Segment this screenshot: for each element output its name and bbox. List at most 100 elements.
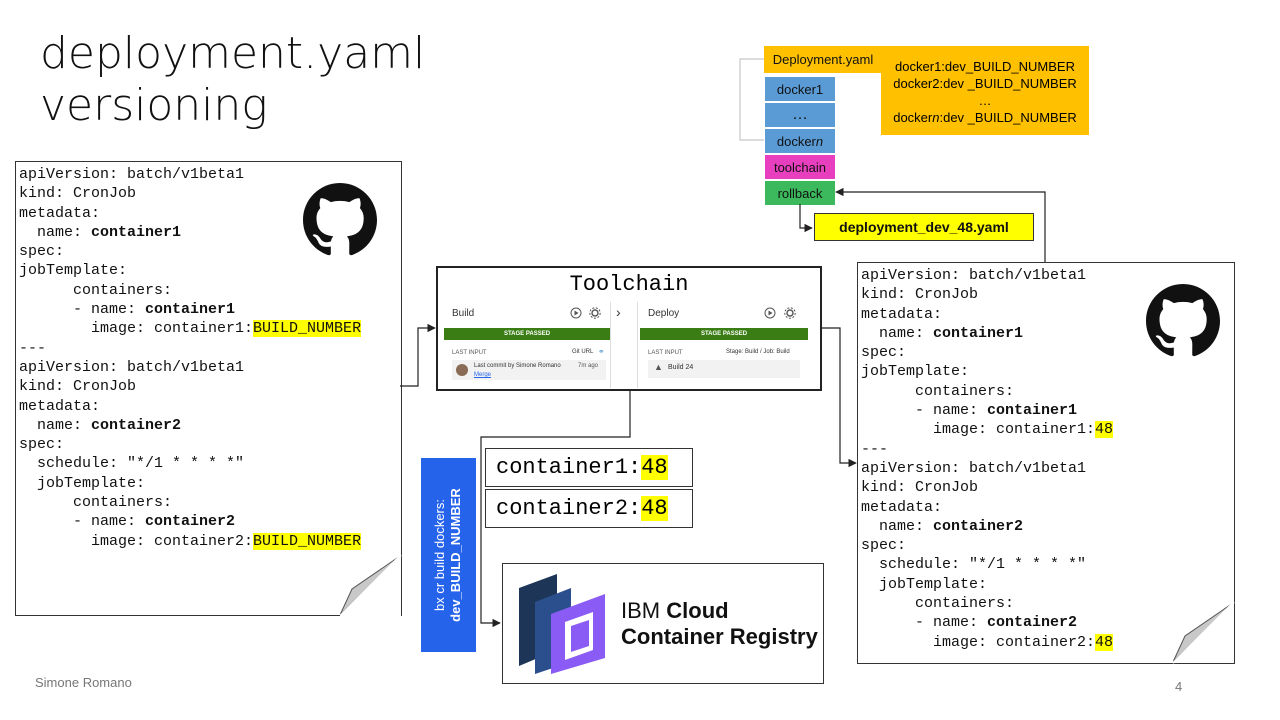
deployment-yaml-box: Deployment.yaml — [764, 46, 882, 73]
yaml-line: containers: — [861, 594, 1113, 613]
yaml-line: --- — [19, 339, 361, 358]
build-tag-highlight: 48 — [1095, 633, 1114, 651]
yaml-text: image: container2: — [19, 532, 254, 550]
yaml-text: container2 — [987, 614, 1078, 632]
yaml-line: jobTemplate: — [19, 261, 361, 280]
yaml-line: spec: — [861, 536, 1113, 555]
rollback-box: rollback — [764, 180, 836, 206]
yaml-line: jobTemplate: — [19, 474, 361, 493]
yaml-line: containers: — [19, 493, 361, 512]
yaml-text: image: container1: — [861, 421, 1096, 439]
slide-title: deployment.yaml versioning — [40, 28, 425, 132]
yaml-text: container1 — [91, 223, 182, 241]
build-tag-highlight: BUILD_NUMBER — [253, 320, 362, 338]
yaml-text: image: container2: — [861, 633, 1096, 651]
container2-tag: 48 — [641, 496, 668, 521]
gear-icon[interactable] — [784, 307, 796, 319]
yaml-line: - name: container2 — [19, 512, 361, 531]
github-icon — [303, 183, 377, 256]
yaml-text: container1 — [987, 402, 1078, 420]
yaml-text: containers: — [861, 382, 1015, 400]
deploy-stage-label: Deploy — [648, 308, 680, 319]
yaml-line: - name: container2 — [861, 613, 1113, 632]
tag-line-3: … — [978, 93, 992, 108]
yaml-text: jobTemplate: — [861, 575, 988, 593]
yaml-text: - name: — [19, 513, 146, 531]
build-tag-highlight: BUILD_NUMBER — [253, 532, 362, 550]
play-icon[interactable] — [570, 307, 582, 319]
page-curl-left — [340, 555, 402, 617]
yaml-text: metadata: — [861, 498, 943, 516]
yaml-line: apiVersion: batch/v1beta1 — [861, 459, 1113, 478]
yaml-line: containers: — [19, 281, 361, 300]
build-command-label: bx cr build dockers: dev_BUILD_NUMBER — [421, 458, 476, 652]
build-icon: ▲ — [654, 362, 663, 372]
build-last-input: LAST INPUT — [452, 350, 487, 356]
yaml-text: kind: CronJob — [19, 378, 137, 396]
yaml-text: jobTemplate: — [19, 262, 128, 280]
chevron-right-icon: › — [616, 304, 621, 320]
yaml-line: name: container2 — [19, 416, 361, 435]
docker1-box: docker1 — [764, 76, 836, 102]
yaml-text: jobTemplate: — [861, 363, 970, 381]
yaml-text: metadata: — [861, 305, 943, 323]
yaml-text: container2 — [145, 513, 236, 531]
yaml-text: --- — [861, 440, 889, 458]
ibm-brand-bold: Cloud — [666, 598, 729, 623]
yaml-line: --- — [861, 440, 1113, 459]
yaml-line: image: container2:BUILD_NUMBER — [19, 532, 362, 551]
git-url-label: Git URL — [572, 349, 594, 355]
yaml-text: kind: CronJob — [861, 286, 979, 304]
play-icon[interactable] — [764, 307, 776, 319]
docker-tags-box: docker1:dev_BUILD_NUMBER docker2:dev _BU… — [881, 46, 1089, 135]
ibm-registry-box: IBM Cloud Container Registry — [502, 563, 824, 684]
yaml-text: apiVersion: batch/v1beta1 — [19, 166, 245, 183]
yaml-line: image: container1:BUILD_NUMBER — [19, 319, 362, 338]
title-line-1: deployment.yaml — [40, 28, 426, 79]
container2-name: container2: — [496, 496, 642, 521]
tag-line-2: docker2:dev _BUILD_NUMBER — [893, 76, 1077, 91]
build-stage-card: Build STAGE PASSED LAST INPUT Git URL ⚭ … — [442, 302, 611, 388]
yaml-line: apiVersion: batch/v1beta1 — [19, 165, 361, 184]
avatar — [456, 364, 468, 376]
tag-line-1: docker1:dev_BUILD_NUMBER — [895, 59, 1075, 74]
build-stage-passed-bar: STAGE PASSED — [444, 328, 610, 340]
yaml-line: jobTemplate: — [861, 362, 1113, 381]
deploy-last-input: LAST INPUT — [648, 350, 683, 356]
yaml-line: metadata: — [861, 498, 1113, 517]
yaml-text: apiVersion: batch/v1beta1 — [861, 267, 1087, 284]
page-curl-right — [1173, 602, 1235, 664]
yaml-line: image: container2:48 — [861, 633, 1114, 652]
yaml-text: container1 — [145, 301, 236, 319]
yaml-line: schedule: "*/1 * * * *" — [861, 555, 1113, 574]
container1-tag-box: container1:48 — [485, 448, 693, 487]
ibm-brand: IBM — [621, 598, 661, 623]
dockern-prefix: docker — [776, 133, 816, 149]
yaml-text: spec: — [19, 243, 65, 261]
merge-link[interactable]: Merge — [474, 372, 492, 378]
build-tag-highlight: 48 — [1095, 421, 1114, 439]
github-icon — [1146, 284, 1220, 357]
toolchain-title: Toolchain — [569, 272, 689, 297]
yaml-line: kind: CronJob — [19, 184, 361, 203]
link-icon[interactable]: ⚭ — [598, 347, 605, 356]
yaml-line: apiVersion: batch/v1beta1 — [861, 266, 1113, 285]
yaml-line: image: container1:48 — [861, 420, 1114, 439]
yaml-text: container2 — [91, 416, 182, 434]
ibm-product-name: Container Registry — [621, 624, 818, 649]
yaml-text: containers: — [861, 595, 1015, 613]
yaml-text: jobTemplate: — [19, 474, 146, 492]
yaml-line: jobTemplate: — [861, 575, 1113, 594]
yaml-text: - name: — [19, 301, 146, 319]
yaml-line: spec: — [19, 435, 361, 454]
yaml-text: container2 — [933, 517, 1024, 535]
ibm-cloud-registry-logo — [519, 574, 605, 674]
yaml-line: - name: container1 — [19, 300, 361, 319]
title-line-2: versioning — [40, 80, 268, 131]
container1-tag: 48 — [641, 455, 668, 480]
yaml-text: kind: CronJob — [19, 185, 137, 203]
toolchain-box: toolchain — [764, 154, 836, 180]
gear-icon[interactable] — [589, 307, 601, 319]
